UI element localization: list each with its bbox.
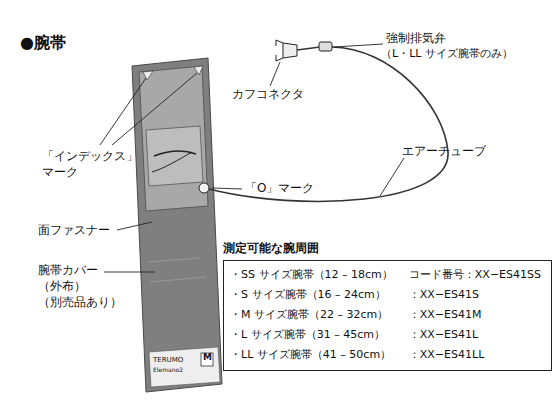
leader-line [270,62,280,86]
table-cell: ：XX−ES41M [409,305,541,325]
hook-fastener [139,66,208,211]
table-frame: ・SS サイズ腕帯（12 – 18cm） コード番号：XX−ES41SS ・S サイ… [223,260,552,371]
table-heading: 測定可能な腕周囲 [223,240,552,257]
leader-line [112,73,197,145]
fastener-inner [146,126,203,186]
model-text: Elemano2 [153,367,183,374]
table-cell: ：XX−ES41S [409,285,541,305]
cuff-body [132,58,222,392]
table-cell: ・LL サイズ腕帯（41 – 50cm） [230,345,393,365]
index-mark [194,66,203,75]
table-cell: ：XX−ES41L [409,325,541,345]
part-label: 面ファスナー [38,222,110,238]
leader-line [212,188,242,189]
leader-line [117,222,152,230]
exhaust-valve [319,42,332,51]
leader-line [100,78,146,145]
part-label: エアーチューブ [402,143,486,159]
table-cell: ・SS サイズ腕帯（12 – 18cm） [230,265,393,285]
part-label: カフコネクタ [232,86,304,102]
part-label: 「インデックス」 マーク [42,148,142,180]
part-label: 「O」マーク [245,180,314,196]
table-cell: コード番号：XX−ES41SS [409,265,541,285]
index-mark [143,71,153,80]
cuff-connector [276,40,283,61]
table-cell: ・M サイズ腕帯（22 – 32cm） [230,305,393,325]
part-label: 強制排気弁 [386,30,446,46]
section-title: ●腕帯 [20,32,66,54]
leader-line [104,272,155,273]
cover-seam [148,258,206,282]
brand-plate [149,347,220,387]
air-tube [297,47,320,50]
table-cell: ・L サイズ腕帯（31 – 45cm） [230,325,393,345]
leader-line [380,158,404,196]
o-mark [199,183,209,193]
table-cell: ・S サイズ腕帯（16 – 24cm） [230,285,393,305]
fastener-mark [152,152,192,172]
brand-text: TERUMO [153,357,183,365]
part-label: 腕帯カバー （外布） （別売品あり） [38,262,130,311]
size-table: 測定可能な腕周囲・SS サイズ腕帯（12 – 18cm） コード番号：XX−ES4… [223,240,552,371]
size-mark: M [203,353,212,363]
table-cell: ：XX−ES41LL [409,345,541,365]
air-tube [209,47,448,201]
leader-line [334,44,383,47]
part-note: （L・LL サイズ腕帯のみ） [381,47,513,62]
cuff-connector [283,43,297,58]
size-box [201,353,213,366]
